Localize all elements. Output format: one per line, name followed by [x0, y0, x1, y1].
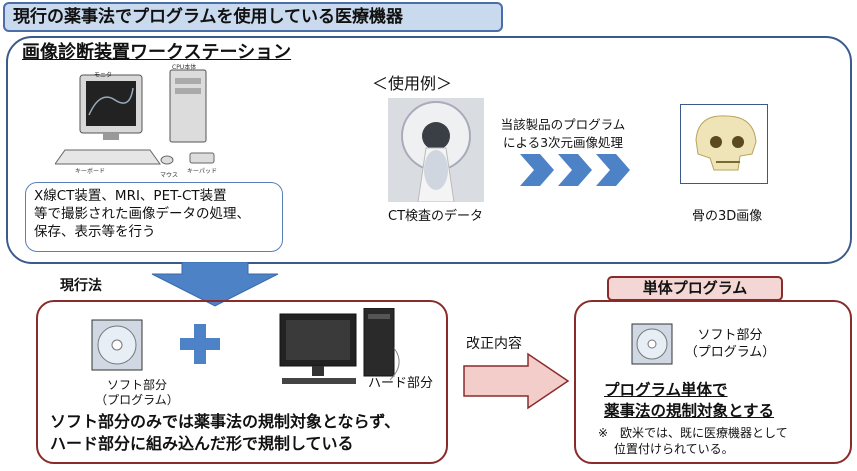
- process-caption: 当該製品のプログラム による3次元画像処理: [498, 116, 628, 152]
- ct-caption: CT検査のデータ: [388, 209, 484, 224]
- page-title-text: 現行の薬事法でプログラムを使用している医療機器: [13, 7, 403, 27]
- current-law-note: ソフト部分のみでは薬事法の規制対象とならず、 ハード部分に組み込んだ形で規制して…: [50, 411, 400, 455]
- hardware-caption: ハード部分: [368, 376, 434, 391]
- single-program-main-line: 薬事法の規制対象とする: [604, 402, 775, 420]
- hardware-illustration: [279, 308, 400, 384]
- software-caption-line: ソフト部分: [697, 328, 763, 343]
- software-caption-line: （プログラム）: [95, 393, 179, 407]
- monitor-screen: [86, 81, 136, 126]
- keyboard-label: キーボード: [75, 168, 106, 175]
- software-caption-line: ソフト部分: [106, 378, 167, 392]
- software-caption: ソフト部分 （プログラム）: [680, 327, 780, 361]
- process-caption-line: による3次元画像処理: [502, 135, 624, 150]
- software-caption: ソフト部分 （プログラム）: [82, 378, 192, 408]
- single-program-main: プログラム単体で 薬事法の規制対象とする: [604, 380, 774, 422]
- arrow-down-icon: [151, 262, 279, 307]
- skull-image: [680, 104, 768, 184]
- plus-icon: [180, 324, 220, 364]
- single-program-panel: [574, 300, 852, 464]
- description-line: 保存、表示等を行う: [34, 224, 156, 240]
- single-program-note: ※ 欧米では、既に医療機器として 位置付けられている。: [598, 425, 788, 457]
- cpu-label: CPU本体: [172, 64, 197, 71]
- single-program-note-line: ※ 欧米では、既に医療機器として: [598, 426, 788, 440]
- current-law-note-line: ソフト部分のみでは薬事法の規制対象とならず、: [50, 412, 401, 431]
- keyboard-shape: [55, 149, 161, 165]
- amendment-arrow: [463, 352, 570, 410]
- description-line: 等で撮影された画像データの処理、: [34, 206, 250, 222]
- chevron-right-icon: [520, 154, 554, 186]
- mouse-shape: [160, 155, 174, 165]
- software-disc-icon: [91, 319, 143, 371]
- software-caption-line: （プログラム）: [684, 345, 776, 360]
- process-caption-line: 当該製品のプログラム: [500, 117, 626, 132]
- amendment-label: 改正内容: [466, 336, 522, 352]
- hardware-tower: [363, 308, 395, 377]
- down-arrow: [151, 262, 279, 307]
- current-law-panel: [36, 300, 448, 464]
- keypad-shape: [189, 152, 215, 164]
- ct-scanner-image: [388, 98, 484, 202]
- single-program-label: 単体プログラム: [607, 276, 783, 301]
- ct-bore: [422, 122, 450, 150]
- single-program-main-line: プログラム単体で: [604, 381, 728, 399]
- chevron-right-icon: [596, 154, 630, 186]
- chevron-right-icon: [558, 154, 592, 186]
- chevron-arrows: [520, 154, 630, 186]
- description-line: X線CT装置、MRI、PET-CT装置: [34, 188, 227, 204]
- software-disc-icon: [631, 323, 673, 365]
- workstation-title: 画像診断装置ワークステーション: [22, 42, 292, 63]
- workstation-illustration: [55, 69, 215, 165]
- workstation-panel: [6, 36, 852, 264]
- arrow-right-icon: [463, 352, 570, 410]
- mouse-label: マウス: [160, 172, 179, 179]
- current-law-note-line: ハード部分に組み込んだ形で規制している: [50, 434, 354, 453]
- keypad-label: キーパッド: [187, 168, 217, 175]
- monitor-label: モニタ: [94, 72, 113, 79]
- workstation-description: X線CT装置、MRI、PET-CT装置 等で撮影された画像データの処理、 保存、…: [25, 182, 283, 252]
- single-program-note-line: 位置付けられている。: [614, 442, 734, 456]
- usage-title: ＜使用例＞: [372, 74, 453, 93]
- skull-caption: 骨の3D画像: [692, 209, 763, 224]
- page-title: 現行の薬事法でプログラムを使用している医療機器: [3, 2, 503, 32]
- current-law-label: 現行法: [60, 278, 102, 294]
